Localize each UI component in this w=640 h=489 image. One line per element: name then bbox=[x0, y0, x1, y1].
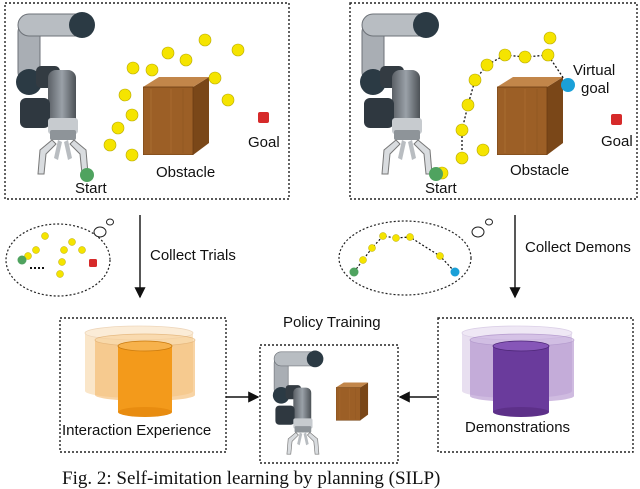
goal-marker bbox=[89, 259, 97, 267]
left-scene-panel: Start Obstacle Goal bbox=[4, 2, 290, 200]
bubble-tail-large bbox=[93, 226, 107, 238]
waypoint-dot bbox=[406, 233, 414, 241]
thought-bubble-icon bbox=[5, 223, 111, 297]
waypoint-dot bbox=[498, 48, 512, 62]
obstacle-box bbox=[143, 76, 210, 155]
waypoint-dot bbox=[455, 123, 469, 137]
interaction-experience-label: Interaction Experience bbox=[62, 422, 211, 439]
virtual-goal-marker bbox=[450, 267, 460, 277]
figure-caption: Fig. 2: Self-imitation learning by plann… bbox=[62, 468, 441, 489]
start-label: Start bbox=[75, 180, 108, 197]
policy-training-label: Policy Training bbox=[283, 314, 381, 331]
waypoint-dot bbox=[461, 98, 475, 112]
demo-path bbox=[353, 235, 456, 273]
start-marker bbox=[429, 167, 443, 181]
obstacle-box bbox=[336, 382, 369, 421]
waypoint-dot bbox=[518, 50, 532, 64]
waypoint-dot bbox=[41, 232, 49, 240]
waypoint-dot bbox=[179, 53, 193, 67]
cylinder-stack-icon bbox=[84, 325, 196, 417]
waypoint-dot bbox=[125, 108, 139, 122]
policy-training-panel bbox=[259, 344, 399, 464]
start-marker bbox=[349, 267, 359, 277]
waypoint-dot bbox=[208, 71, 222, 85]
waypoint-dot bbox=[392, 234, 400, 242]
bubble-tail-small bbox=[106, 218, 114, 226]
start-marker bbox=[80, 168, 94, 182]
virtual-goal-label-line1: Virtual bbox=[573, 62, 615, 79]
waypoint-dot bbox=[161, 46, 175, 60]
waypoint-dot bbox=[60, 246, 68, 254]
waypoint-dot bbox=[368, 244, 376, 252]
goal-label: Goal bbox=[601, 133, 633, 150]
waypoint-dot bbox=[480, 58, 494, 72]
waypoint-dot bbox=[103, 138, 117, 152]
demonstrations-label: Demonstrations bbox=[465, 419, 570, 436]
waypoint-dot bbox=[78, 246, 86, 254]
right-scene-panel: Start Obstacle Goal Virtual goal bbox=[349, 2, 638, 200]
collect-demons-label: Collect Demons bbox=[525, 239, 631, 256]
waypoint-dot bbox=[198, 33, 212, 47]
collect-trials-label: Collect Trials bbox=[150, 247, 236, 264]
waypoint-dot bbox=[145, 63, 159, 77]
obstacle-box bbox=[497, 76, 564, 155]
bubble-tail-small bbox=[485, 218, 493, 226]
waypoint-dot bbox=[541, 48, 555, 62]
waypoint-dot bbox=[58, 258, 66, 266]
waypoint-dot bbox=[125, 148, 139, 162]
waypoint-dot bbox=[379, 232, 387, 240]
waypoint-dot bbox=[111, 121, 125, 135]
waypoint-dot bbox=[455, 151, 469, 165]
waypoint-dot bbox=[231, 43, 245, 57]
goal-marker bbox=[258, 112, 269, 123]
goal-marker bbox=[611, 114, 622, 125]
start-marker bbox=[17, 255, 27, 265]
virtual-goal-label-line2: goal bbox=[581, 80, 609, 97]
waypoint-dot bbox=[126, 61, 140, 75]
obstacle-label: Obstacle bbox=[156, 164, 215, 181]
waypoint-dots bbox=[103, 33, 245, 162]
waypoint-dot bbox=[221, 93, 235, 107]
waypoint-dot bbox=[56, 270, 64, 278]
waypoint-dot bbox=[24, 252, 32, 260]
planned-path bbox=[461, 54, 569, 158]
trials-thought-bubble bbox=[5, 218, 114, 297]
waypoint-dot bbox=[32, 246, 40, 254]
thought-bubble-icon bbox=[338, 220, 472, 296]
waypoint-dot bbox=[476, 143, 490, 157]
start-label: Start bbox=[425, 180, 458, 197]
waypoint-dot bbox=[68, 238, 76, 246]
bubble-tail-large bbox=[471, 226, 485, 238]
demonstrations-panel: Demonstrations bbox=[437, 317, 634, 453]
goal-label: Goal bbox=[248, 134, 280, 151]
waypoint-dot bbox=[468, 73, 482, 87]
interaction-experience-panel: Interaction Experience bbox=[59, 317, 227, 453]
waypoint-dot bbox=[359, 256, 367, 264]
demos-thought-bubble bbox=[338, 218, 493, 296]
waypoint-dot bbox=[118, 88, 132, 102]
waypoint-dots bbox=[435, 31, 557, 180]
virtual-goal-marker bbox=[561, 78, 575, 92]
waypoint-dot bbox=[543, 31, 557, 45]
cylinder-stack-icon bbox=[461, 325, 575, 417]
obstacle-label: Obstacle bbox=[510, 162, 569, 179]
waypoint-dot bbox=[436, 252, 444, 260]
